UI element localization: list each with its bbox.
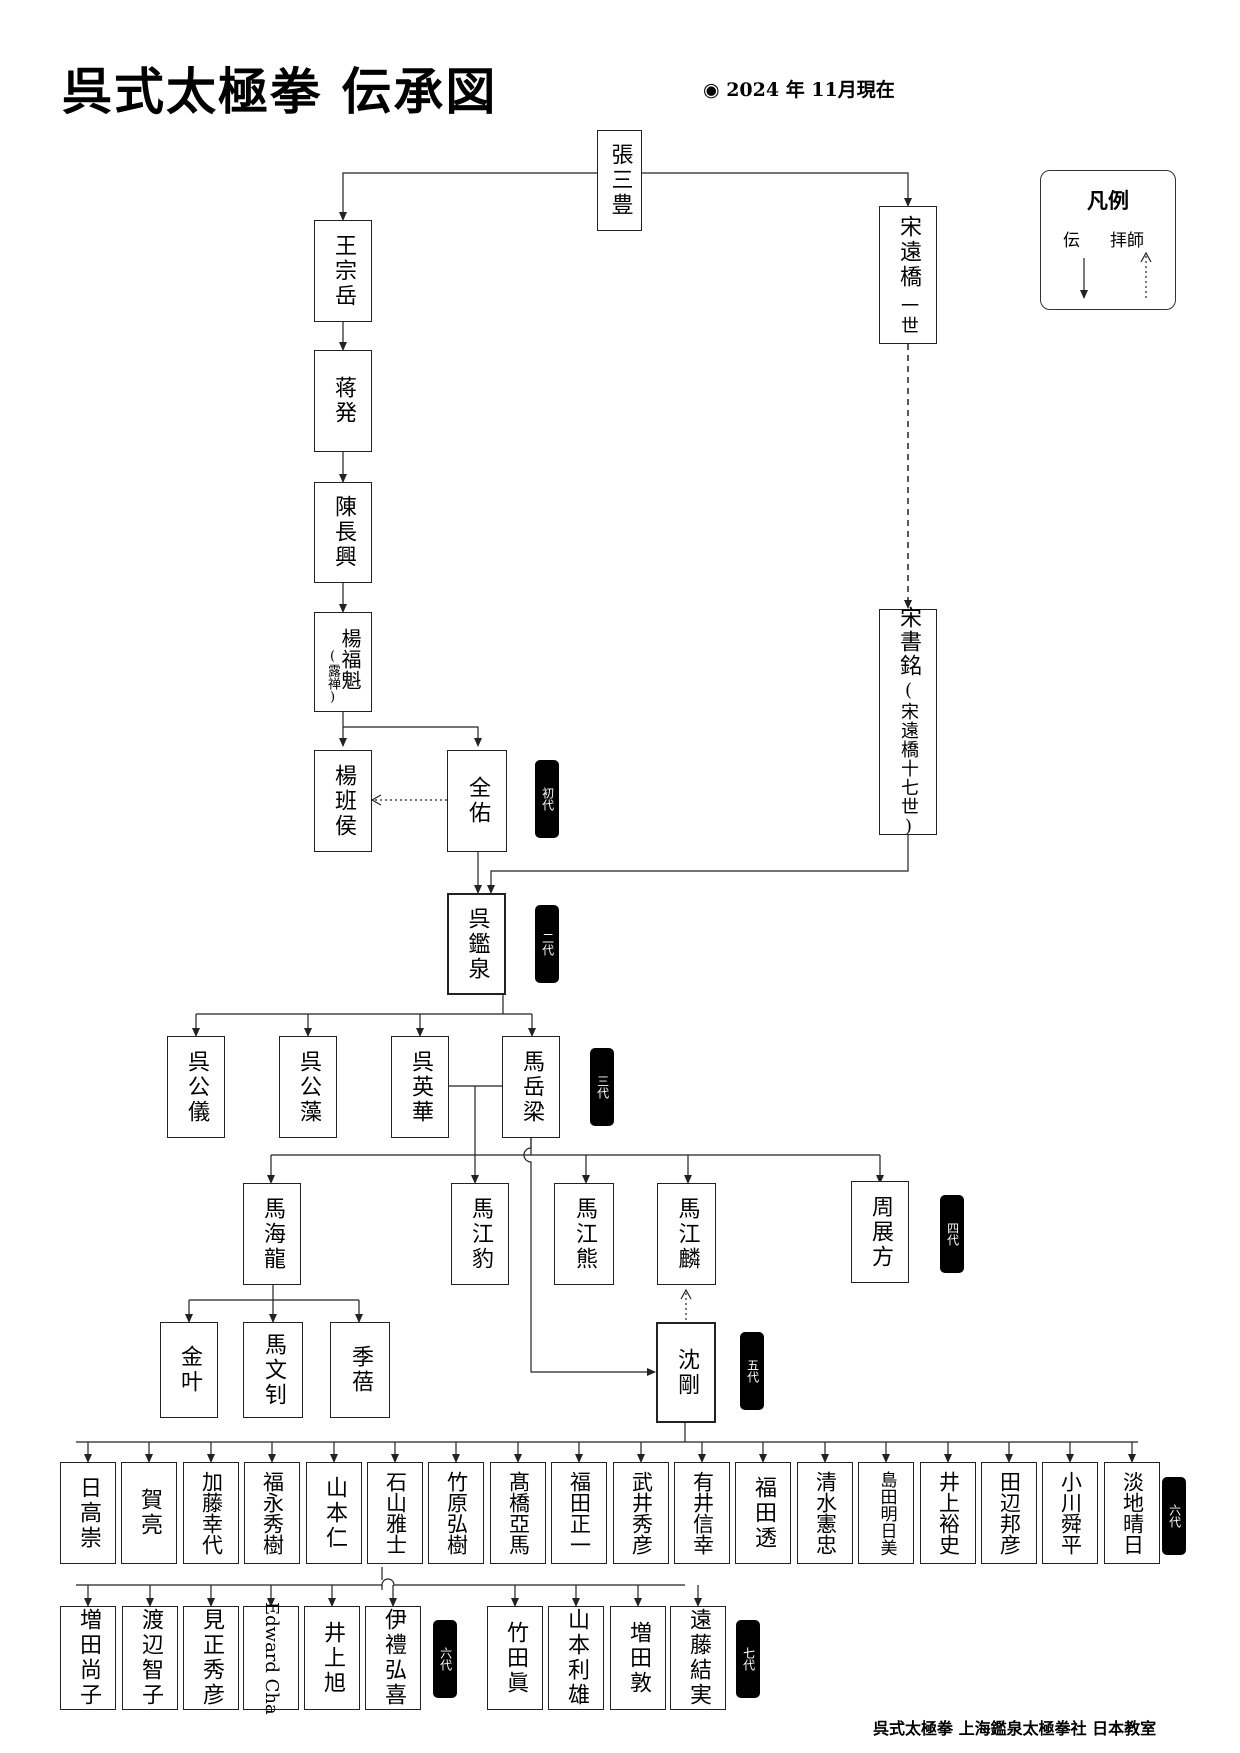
node-ma-yueliang: 馬岳梁 (502, 1036, 560, 1138)
legend-den-label: 伝 (1063, 231, 1080, 251)
node-zhang-sanfeng: 張三豊 (597, 130, 642, 231)
node-wu-gongzao: 呉公藻 (279, 1036, 337, 1138)
student-node: 賀亮 (121, 1462, 177, 1564)
gen-badge-4: 四代 (940, 1195, 964, 1273)
student-node: 増田尚子 (60, 1606, 116, 1710)
student-node: 福田正一 (551, 1462, 607, 1564)
node-ma-hailong: 馬海龍 (243, 1183, 301, 1285)
legend-title: 凡例 (1087, 188, 1129, 213)
student-node: 石山雅士 (367, 1462, 423, 1564)
node-wu-gongyi: 呉公儀 (167, 1036, 225, 1138)
legend-haishi-label: 拝師 (1110, 231, 1144, 251)
node-ma-jiangbao: 馬江豹 (451, 1183, 509, 1285)
gen-badge-3: 三代 (590, 1048, 614, 1126)
student-node: 井上旭 (304, 1606, 360, 1710)
student-node: 竹原弘樹 (428, 1462, 484, 1564)
student-node: 増田敦 (610, 1606, 666, 1710)
student-node: 竹田眞 (487, 1606, 543, 1710)
node-jiang-fa: 蒋発 (314, 350, 372, 452)
node-chen-changxing: 陳長興 (314, 482, 372, 583)
node-jin-ye: 金叶 (160, 1322, 218, 1418)
gen-badge-6a: 六代 (1162, 1477, 1186, 1555)
student-node: 淡地晴日 (1104, 1462, 1160, 1564)
gen-badge-7: 七代 (736, 1620, 760, 1698)
legend-box: 凡例 伝 拝師 (1040, 170, 1176, 310)
node-wu-yinghua: 呉英華 (391, 1036, 449, 1138)
node-ma-jiangxiong: 馬江熊 (554, 1183, 614, 1285)
student-node: 福永秀樹 (244, 1462, 300, 1564)
node-song-yuanqiao: 宋遠橋 一世 (879, 206, 937, 344)
student-node: 伊禮弘喜 (365, 1606, 421, 1710)
student-node: 見正秀彦 (183, 1606, 239, 1710)
node-zhou-zhanfang: 周展方 (851, 1181, 909, 1283)
student-node: Edward Cha (243, 1602, 299, 1714)
student-node: 渡辺智子 (122, 1606, 178, 1710)
student-node: 日高崇 (60, 1462, 116, 1564)
page-title: 呉式太極拳 伝承図 (62, 62, 498, 121)
node-ji-bei: 季蓓 (330, 1322, 390, 1418)
student-node: 山本仁 (306, 1462, 362, 1564)
node-wang-zongyue: 王宗岳 (314, 220, 372, 322)
student-node: 小川舜平 (1042, 1462, 1098, 1564)
gen-badge-6b: 六代 (433, 1620, 457, 1698)
student-node: 田辺邦彦 (981, 1462, 1037, 1564)
node-song-shuming: 宋書銘 (宋遠橋十七世) (879, 606, 937, 838)
date-label: ◉ 2024 年 11月現在 (703, 79, 895, 101)
node-shen-gang: 沈剛 (656, 1322, 716, 1423)
node-ma-wenzhao: 馬文钊 (243, 1322, 303, 1418)
gen-badge-5: 五代 (740, 1332, 764, 1410)
student-node: 遠藤結実 (670, 1606, 726, 1710)
node-wu-jianquan: 呉鑑泉 (447, 893, 506, 995)
student-node: 山本利雄 (548, 1606, 604, 1710)
student-node: 島田明日美 (858, 1462, 914, 1564)
node-yang-fukui: 楊福魁 (露禅) (314, 612, 372, 712)
node-quan-you: 全佑 (447, 750, 507, 852)
gen-badge-2: 二代 (535, 905, 559, 983)
gen-badge-1: 初代 (535, 760, 559, 838)
student-node: 井上裕史 (920, 1462, 976, 1564)
student-node: 加藤幸代 (183, 1462, 239, 1564)
student-node: 髙橋亞馬 (490, 1462, 546, 1564)
node-yang-banhou: 楊班侯 (314, 750, 372, 852)
student-node: 有井信幸 (674, 1462, 730, 1564)
footer-credit: 呉式太極拳 上海鑑泉太極拳社 日本教室 (873, 1719, 1157, 1738)
student-node: 武井秀彦 (613, 1462, 669, 1564)
student-node: 清水憲忠 (797, 1462, 853, 1564)
student-node: 福田透 (735, 1462, 791, 1564)
node-ma-jianglin: 馬江麟 (657, 1183, 716, 1285)
